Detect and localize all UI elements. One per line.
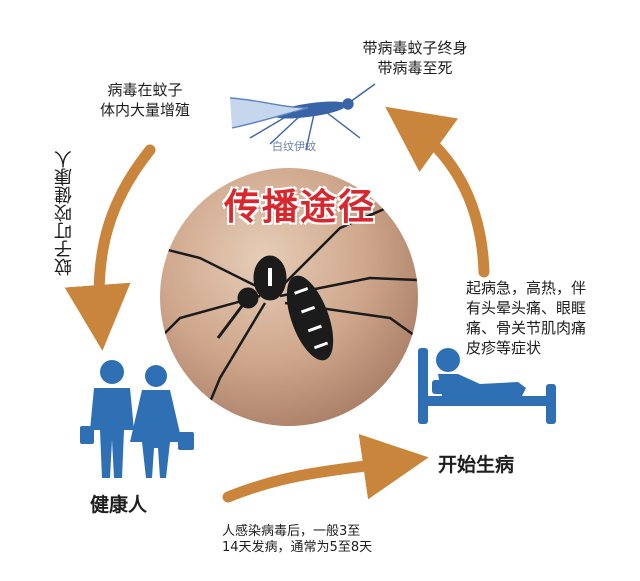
text-line: 病毒在蚊子 <box>107 81 183 99</box>
arrow-top-left <box>64 144 156 351</box>
label-start-sick: 开始生病 <box>438 454 515 476</box>
mosquito-caption: 白纹伊蚊 <box>272 140 316 153</box>
text-line: 皮疹等症状 <box>466 339 542 357</box>
text-line: 人感染病毒后，一般3至 <box>222 524 361 539</box>
arrow-bottom <box>222 433 429 503</box>
text-line: 体内大量增殖 <box>99 101 190 119</box>
arrow-right <box>385 106 490 278</box>
text-line: 起病急，高热，伴 <box>466 279 587 297</box>
text-line: 带病毒至死 <box>377 59 453 77</box>
diagram-title: 传播途径 <box>223 187 376 228</box>
sick-person-bed-icon <box>418 348 556 424</box>
text-virus-multiplies: 病毒在蚊子 体内大量增殖 <box>90 80 200 120</box>
text-line: 有头晕头痛、眼眶 <box>466 299 587 317</box>
text-lifelong-carrier: 带病毒蚊子终身 带病毒至死 <box>330 38 500 78</box>
label-healthy: 健康人 <box>90 494 148 516</box>
text-bite-healthy: 蚊子叮咬健康人 <box>54 150 75 276</box>
text-line: 带病毒蚊子终身 <box>362 39 468 57</box>
mosquito-photo <box>160 168 418 426</box>
text-line: 14天发病，通常为5至8天 <box>222 540 373 555</box>
text-incubation: 人感染病毒后，一般3至 14天发病，通常为5至8天 <box>222 524 372 556</box>
text-symptoms: 起病急，高热，伴 有头晕头痛、眼眶 痛、骨关节肌肉痛 皮疹等症状 <box>466 278 636 358</box>
mosquito-silhouette-icon <box>229 83 376 151</box>
healthy-people-icon <box>80 360 194 478</box>
text-line: 痛、骨关节肌肉痛 <box>466 319 587 337</box>
